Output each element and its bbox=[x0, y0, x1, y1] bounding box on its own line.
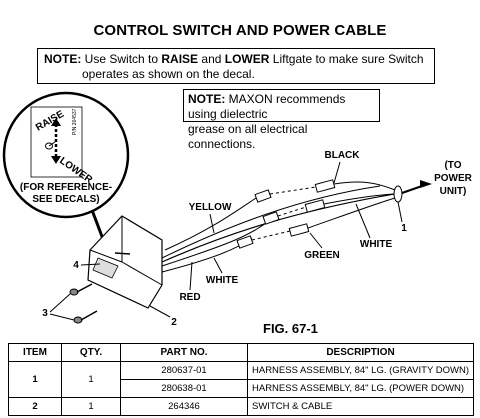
wire bbox=[323, 193, 396, 205]
cell-part: 280637-01 bbox=[120, 361, 248, 380]
note-raise: RAISE bbox=[161, 52, 199, 66]
wire bbox=[164, 197, 257, 251]
col-description: DESCRIPTION bbox=[247, 343, 474, 362]
callout-leader bbox=[80, 263, 101, 266]
cell-item: 1 bbox=[8, 361, 62, 398]
decal-frame bbox=[30, 106, 83, 178]
label-leader bbox=[309, 232, 323, 249]
wire bbox=[307, 197, 396, 229]
note-text: and bbox=[198, 52, 225, 66]
arrow-shaft bbox=[401, 185, 423, 194]
col-qty: QTY. bbox=[61, 343, 121, 362]
decal-part-number: P/N 264537 bbox=[72, 108, 78, 135]
mating-line bbox=[277, 206, 307, 217]
callout-leader bbox=[49, 293, 71, 313]
mounting-screw bbox=[73, 310, 98, 324]
col-part-no: PART NO. bbox=[120, 343, 248, 362]
label-leader bbox=[189, 261, 193, 291]
wire bbox=[161, 219, 271, 267]
note-text: Use Switch to bbox=[81, 52, 162, 66]
page-title: CONTROL SWITCH AND POWER CABLE bbox=[93, 22, 387, 39]
wire-connector bbox=[262, 211, 280, 225]
cell-part: 280638-01 bbox=[120, 379, 248, 398]
wire-connector bbox=[288, 223, 310, 237]
switch-face bbox=[92, 257, 119, 279]
callout-1: 1 bbox=[401, 223, 407, 234]
cell-description: HARNESS ASSEMBLY, 84" LG. (GRAVITY DOWN) bbox=[247, 361, 474, 380]
label-to-power-unit: POWER bbox=[434, 173, 473, 184]
callout-leader bbox=[49, 313, 75, 321]
toggle-lever bbox=[48, 141, 56, 147]
down-arrow-icon bbox=[51, 156, 61, 164]
reference-note-line2: SEE DECALS) bbox=[32, 194, 99, 205]
note-label: NOTE: bbox=[188, 92, 226, 106]
switch-box-edge bbox=[89, 249, 123, 263]
label-leader bbox=[355, 203, 371, 239]
note-text-line2: grease on all electrical connections. bbox=[188, 122, 308, 151]
label-leader bbox=[213, 257, 223, 274]
cable-sheath bbox=[393, 185, 403, 203]
parts-table: ITEM QTY. PART NO. DESCRIPTION 1 1 28063… bbox=[8, 343, 474, 416]
label-to-power-unit: (TO bbox=[444, 160, 461, 171]
callout-leader bbox=[397, 201, 403, 223]
right-arrow-icon bbox=[402, 180, 432, 190]
note-lower: LOWER bbox=[224, 52, 270, 66]
toggle-switch-icon bbox=[114, 252, 131, 255]
mounting-screw bbox=[69, 283, 93, 296]
note-text-line2: operates as shown on the decal. bbox=[82, 67, 255, 81]
wire-connector bbox=[314, 179, 336, 193]
cell-part: 264346 bbox=[120, 397, 248, 416]
table-row: 280638-01 HARNESS ASSEMBLY, 84" LG. (POW… bbox=[9, 379, 474, 398]
cell-qty: 1 bbox=[61, 397, 121, 416]
wire-connector bbox=[304, 199, 326, 213]
cell-description: SWITCH & CABLE bbox=[247, 397, 474, 416]
table-row: 2 1 264346 SWITCH & CABLE bbox=[8, 397, 474, 416]
label-white: WHITE bbox=[206, 275, 239, 286]
table-header-row: ITEM QTY. PART NO. DESCRIPTION bbox=[8, 343, 474, 362]
note-dielectric-grease: NOTE: MAXON recommends using dielectric … bbox=[183, 89, 380, 151]
decal-callout-circle bbox=[2, 91, 130, 219]
callout-2: 2 bbox=[171, 317, 177, 328]
cell-description: HARNESS ASSEMBLY, 84" LG. (POWER DOWN) bbox=[247, 379, 474, 398]
up-arrow-icon bbox=[51, 118, 61, 126]
wire bbox=[161, 185, 381, 259]
wire bbox=[333, 181, 396, 191]
label-leader bbox=[209, 213, 215, 234]
figure-caption: FIG. 67-1 bbox=[263, 321, 318, 336]
toggle-switch-icon bbox=[45, 142, 53, 150]
label-white-2: WHITE bbox=[360, 239, 393, 250]
label-leader bbox=[333, 161, 341, 184]
label-red: RED bbox=[179, 292, 200, 303]
cell-qty: 1 bbox=[61, 361, 121, 398]
label-black: BLACK bbox=[325, 150, 361, 161]
table-row: 1 1 280637-01 HARNESS ASSEMBLY, 84" LG. … bbox=[8, 361, 474, 398]
label-yellow: YELLOW bbox=[189, 202, 232, 213]
label-green: GREEN bbox=[304, 250, 340, 261]
label-to-power-unit: UNIT) bbox=[440, 186, 467, 197]
note-text: Liftgate to make sure Switch bbox=[269, 52, 424, 66]
wire-connector bbox=[236, 235, 254, 249]
note-text: MAXON recommends using dielectric bbox=[188, 92, 346, 121]
reference-note-line1: (FOR REFERENCE- bbox=[20, 182, 112, 193]
wire-connector bbox=[254, 189, 272, 203]
col-item: ITEM bbox=[8, 343, 62, 362]
callout-leader bbox=[149, 305, 171, 318]
note-label: NOTE: bbox=[44, 52, 82, 66]
mating-line bbox=[251, 230, 291, 241]
note-raise-lower: NOTE: Use Switch to RAISE and LOWER Lift… bbox=[37, 48, 435, 84]
mating-line bbox=[269, 186, 317, 195]
callout-3: 3 bbox=[42, 308, 48, 319]
cell-item: 2 bbox=[8, 397, 62, 416]
callout-4: 4 bbox=[73, 260, 79, 271]
